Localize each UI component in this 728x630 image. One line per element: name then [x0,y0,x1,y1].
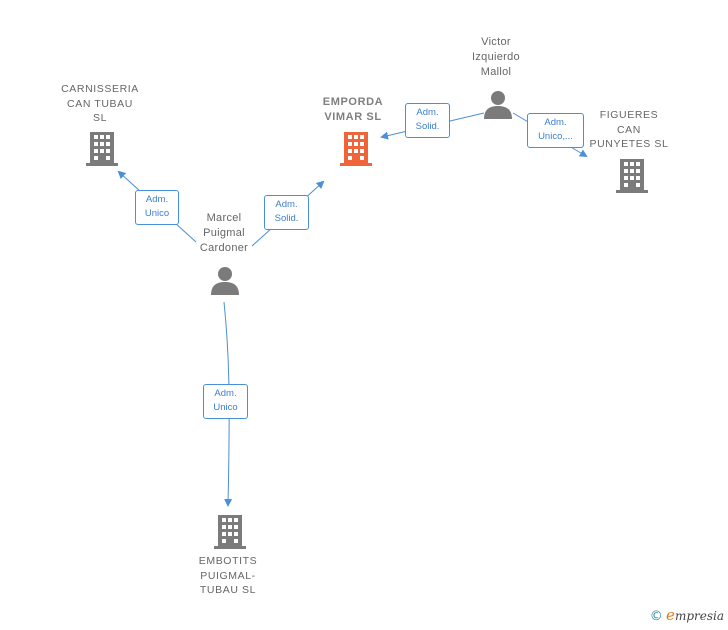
edge-label-marcel-emporda[interactable]: Adm. Solid. [264,195,309,230]
footer-brand[interactable]: © empresia [650,606,724,624]
node-label-marcel: Marcel Puigmal Cardoner [199,212,249,254]
building-icon[interactable] [616,159,648,193]
building-icon-main[interactable] [340,132,372,166]
person-icon[interactable] [210,265,240,295]
edge-label-marcel-carnisseria[interactable]: Adm. Unico [135,190,179,225]
edge-label-victor-figueres[interactable]: Adm. Unico,... [527,113,584,148]
building-icon[interactable] [214,515,246,549]
node-label-emporda: EMPORDA VIMAR SL [322,96,384,123]
person-icon[interactable] [483,89,513,119]
brand-logo: empresia [666,606,724,624]
building-icon[interactable] [86,132,118,166]
node-label-embotits: EMBOTITS PUIGMAL- TUBAU SL [198,555,258,596]
node-label-carnisseria: CARNISSERIA CAN TUBAU SL [61,83,139,124]
node-label-victor: Victor Izquierdo Mallol [472,36,520,78]
edge-label-marcel-embotits[interactable]: Adm. Unico [203,384,248,419]
edge-label-victor-emporda[interactable]: Adm. Solid. [405,103,450,138]
node-label-figueres: FIGUERES CAN PUNYETES SL [589,109,669,150]
copyright-symbol: © [649,609,663,624]
